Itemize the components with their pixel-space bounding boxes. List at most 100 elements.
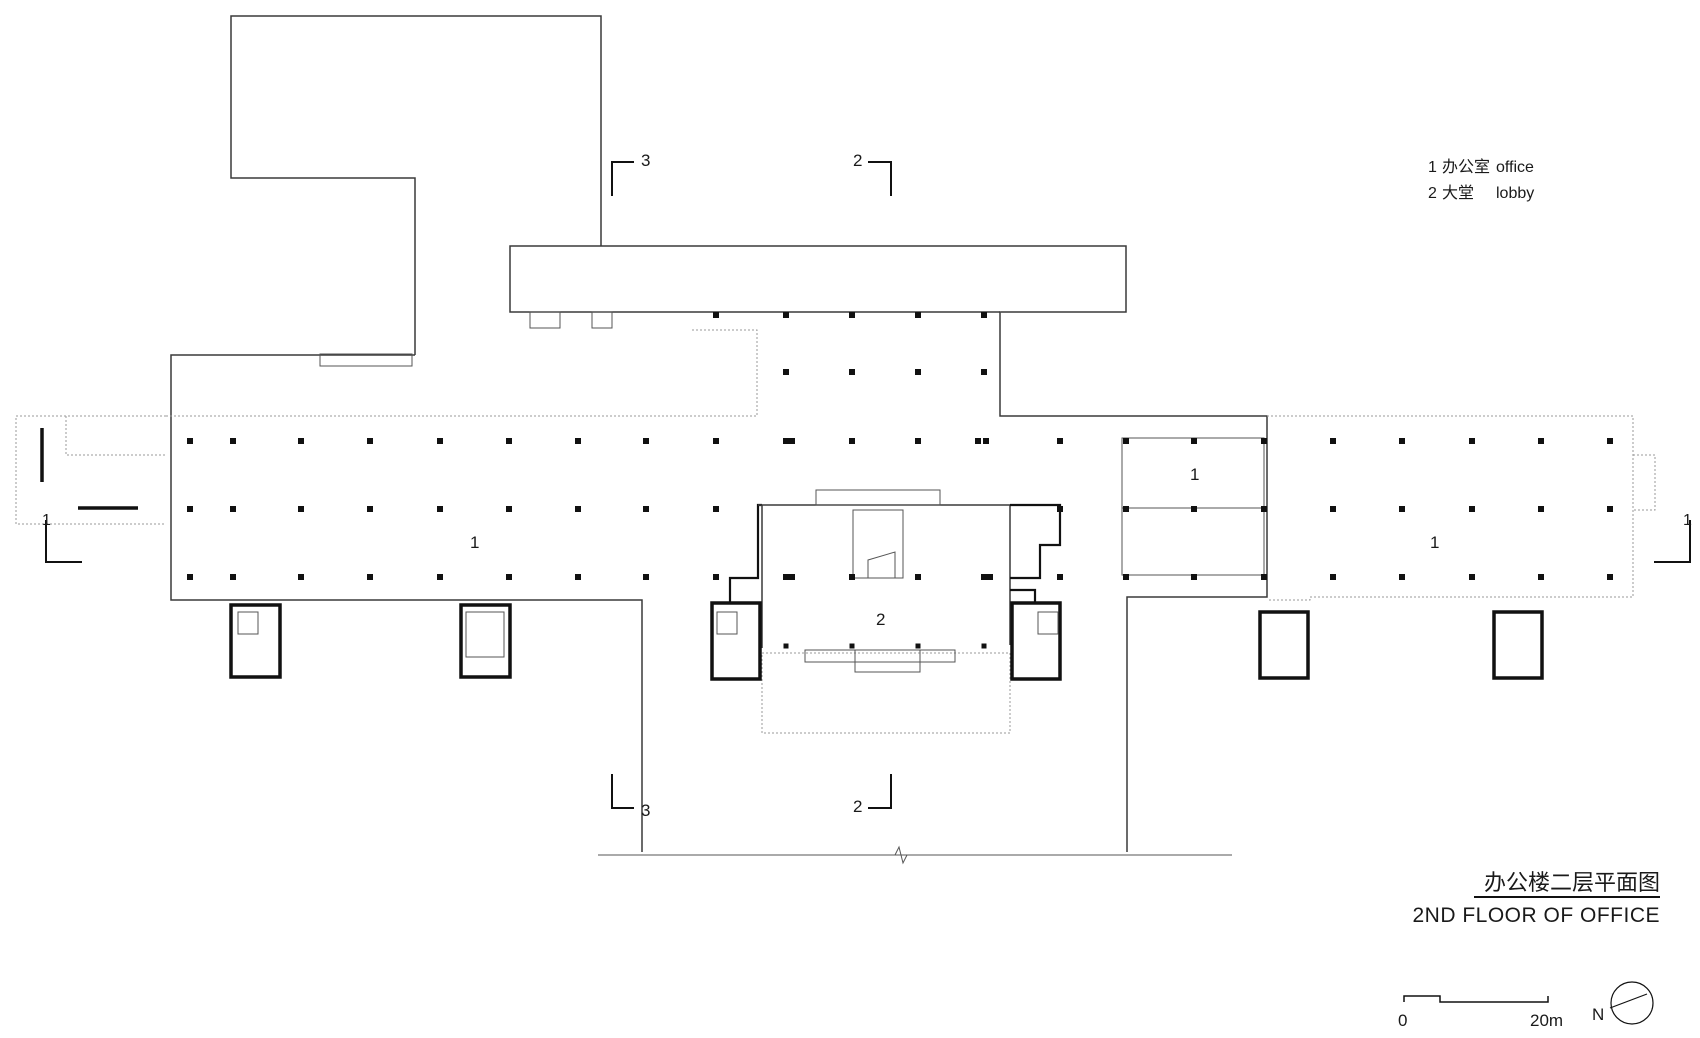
lobby-stair bbox=[867, 551, 896, 579]
break-symbol bbox=[894, 845, 908, 865]
structural-column bbox=[713, 438, 719, 444]
scale-bar-line bbox=[1403, 995, 1549, 1003]
structural-column bbox=[1538, 506, 1544, 512]
structural-column bbox=[1123, 506, 1129, 512]
structural-column bbox=[367, 438, 373, 444]
structural-column bbox=[230, 438, 236, 444]
structural-column bbox=[298, 438, 304, 444]
structural-column bbox=[1607, 506, 1613, 512]
stair-strip-1 bbox=[319, 353, 413, 367]
upper-bar-west bbox=[509, 245, 1000, 313]
structural-column bbox=[643, 438, 649, 444]
title-cn: 办公楼二层平面图 bbox=[1484, 870, 1660, 895]
section-1-right-label: 1 bbox=[1683, 512, 1692, 529]
legend-item-1-en: office bbox=[1496, 159, 1534, 176]
structural-column bbox=[1261, 574, 1267, 580]
structural-column bbox=[981, 369, 987, 375]
main-west-wall bbox=[170, 354, 415, 601]
legend-item-2-en: lobby bbox=[1496, 185, 1534, 202]
structural-column bbox=[783, 438, 789, 444]
core-1 bbox=[229, 603, 282, 679]
drawing-title: 办公楼二层平面图 2ND FLOOR OF OFFICE bbox=[1412, 870, 1660, 927]
core-4 bbox=[1010, 601, 1062, 681]
scale-bar: 0 20m bbox=[1398, 995, 1563, 1030]
structural-column bbox=[506, 438, 512, 444]
structural-column bbox=[575, 438, 581, 444]
lift-3 bbox=[1037, 611, 1059, 635]
structural-column bbox=[187, 438, 193, 444]
structural-column bbox=[437, 438, 443, 444]
structural-column bbox=[1057, 506, 1063, 512]
service-rooms bbox=[1010, 503, 1062, 580]
legend-item-1-num: 1 bbox=[1428, 159, 1437, 176]
structural-column bbox=[849, 574, 855, 580]
structural-column bbox=[298, 506, 304, 512]
lobby-step-2 bbox=[854, 649, 921, 673]
scale-end-label: 20m bbox=[1530, 1011, 1563, 1030]
structural-column bbox=[975, 438, 981, 444]
stair-strip-2 bbox=[529, 311, 561, 329]
structural-column bbox=[783, 312, 789, 318]
structural-column bbox=[1057, 438, 1063, 444]
structural-column bbox=[1607, 438, 1613, 444]
structural-column bbox=[1330, 574, 1336, 580]
structural-column bbox=[789, 574, 795, 580]
legend-item-2-cn: 大堂 bbox=[1442, 184, 1474, 202]
structural-column bbox=[575, 574, 581, 580]
structural-column bbox=[849, 312, 855, 318]
stair-strip-3 bbox=[591, 311, 613, 329]
structural-column bbox=[1123, 438, 1129, 444]
structural-column bbox=[187, 574, 193, 580]
structural-column bbox=[987, 574, 993, 580]
structural-column bbox=[915, 312, 921, 318]
structural-column bbox=[981, 643, 987, 649]
title-en: 2ND FLOOR OF OFFICE bbox=[1412, 904, 1660, 927]
lobby-step bbox=[804, 649, 956, 663]
section-2-top-mark bbox=[868, 161, 892, 196]
scale-start-label: 0 bbox=[1398, 1011, 1407, 1030]
lift-2 bbox=[716, 611, 738, 635]
structural-column bbox=[1191, 438, 1197, 444]
structural-column bbox=[789, 438, 795, 444]
structural-column bbox=[849, 438, 855, 444]
core-3 bbox=[710, 601, 762, 681]
north-wing-wall bbox=[230, 15, 602, 355]
structural-column bbox=[643, 506, 649, 512]
main-south-wall bbox=[281, 599, 643, 852]
lift-1 bbox=[237, 611, 259, 635]
lobby-core bbox=[728, 489, 1062, 673]
structural-column bbox=[575, 506, 581, 512]
core-2 bbox=[459, 603, 512, 679]
structural-column bbox=[1538, 574, 1544, 580]
dotted-main-top bbox=[166, 329, 758, 417]
structural-column bbox=[1123, 574, 1129, 580]
section-3-bottom-mark bbox=[611, 774, 634, 809]
room-label-office-west: 1 bbox=[470, 533, 479, 552]
structural-column bbox=[981, 312, 987, 318]
dotted-outlines bbox=[15, 329, 1656, 734]
structural-column bbox=[1399, 574, 1405, 580]
structural-column bbox=[643, 574, 649, 580]
structural-column bbox=[506, 574, 512, 580]
structural-column bbox=[915, 643, 921, 649]
structural-column bbox=[981, 574, 987, 580]
service-rooms-2 bbox=[1010, 588, 1060, 605]
structural-column bbox=[1607, 574, 1613, 580]
north-arrow-needle bbox=[1609, 993, 1648, 1009]
building-outline bbox=[170, 15, 1268, 865]
section-1-right-mark bbox=[1654, 520, 1691, 563]
cores bbox=[229, 601, 1544, 681]
dotted-east-wing bbox=[1267, 415, 1634, 601]
structural-column bbox=[1399, 506, 1405, 512]
structural-column bbox=[1261, 438, 1267, 444]
structural-column bbox=[849, 643, 855, 649]
structural-column bbox=[915, 369, 921, 375]
section-1-left-mark bbox=[45, 520, 82, 563]
structural-column bbox=[230, 506, 236, 512]
structural-column bbox=[713, 506, 719, 512]
structural-column bbox=[1191, 506, 1197, 512]
structural-column bbox=[1538, 438, 1544, 444]
structural-column bbox=[1261, 506, 1267, 512]
legend-item-2-num: 2 bbox=[1428, 185, 1437, 202]
